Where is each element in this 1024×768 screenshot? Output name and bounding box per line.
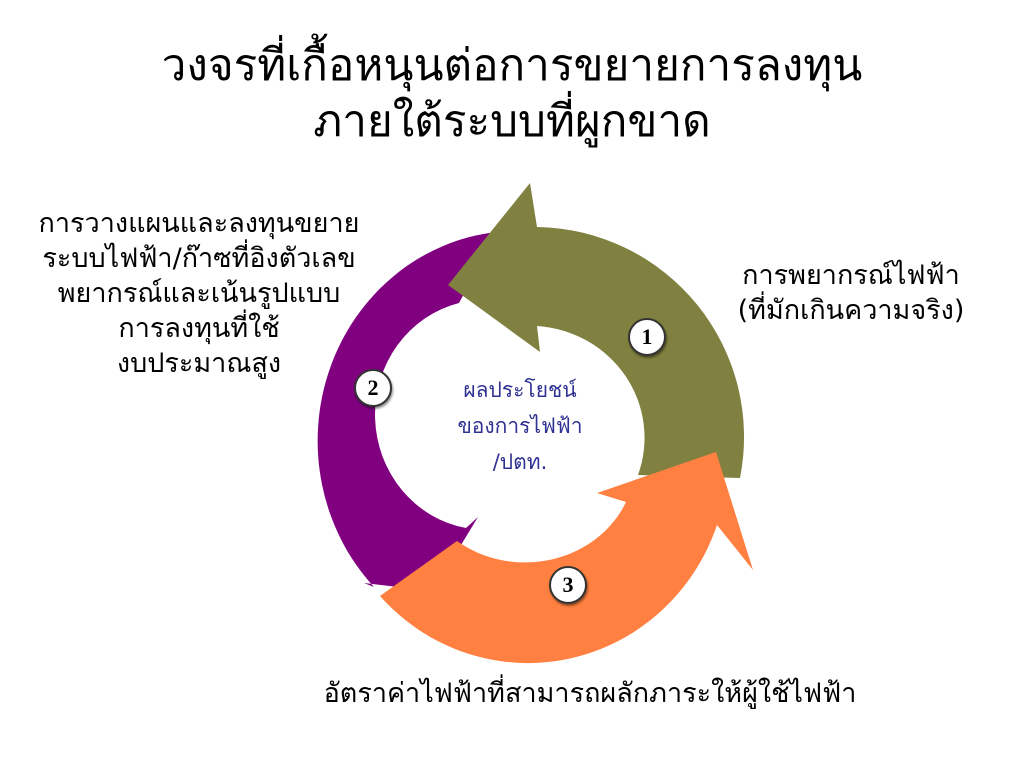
stage-1-badge: 1: [628, 318, 666, 356]
stage-2-line-2: ระบบไฟฟ้า/ก๊าซที่อิงตัวเลข: [42, 243, 356, 274]
stage-1-line-2: (ที่มักเกินความจริง): [737, 295, 965, 326]
stage-2-badge: 2: [354, 369, 392, 407]
cycle-arrow-1: [448, 183, 745, 478]
stage-2-line-1: การวางแผนและลงทุนขยาย: [38, 208, 360, 239]
title-line-1: วงจรที่เกื้อหนุนต่อการขยายการลงทุน: [161, 40, 863, 91]
stage-3-badge: 3: [549, 566, 587, 604]
stage-2-label: การวางแผนและลงทุนขยาย ระบบไฟฟ้า/ก๊าซที่อ…: [4, 206, 394, 381]
stage-2-line-3: พยากรณ์และเน้นรูปแบบ: [57, 278, 341, 309]
stage-2-line-5: งบประมาณสูง: [116, 348, 282, 379]
title-line-2: ภายใต้ระบบที่ผูกขาด: [313, 96, 711, 147]
center-line-2: ของการไฟฟ้า: [457, 414, 583, 438]
center-line-1: ผลประโยชน์: [463, 378, 577, 402]
stage-1-line-1: การพยากรณ์ไฟฟ้า: [742, 260, 960, 291]
stage-1-label: การพยากรณ์ไฟฟ้า (ที่มักเกินความจริง): [706, 258, 996, 328]
stage-2-line-4: การลงทุนที่ใช้: [118, 313, 280, 344]
slide-title: วงจรที่เกื้อหนุนต่อการขยายการลงทุน ภายใต…: [0, 38, 1024, 150]
stage-3-label: อัตราค่าไฟฟ้าที่สามารถผลักภาระให้ผู้ใช้ไ…: [323, 678, 857, 709]
cycle-arrow-3: [380, 452, 753, 664]
center-label: ผลประโยชน์ ของการไฟฟ้า /ปตท.: [420, 372, 620, 480]
center-line-3: /ปตท.: [492, 450, 548, 474]
cycle-arrow-2: [317, 232, 497, 591]
